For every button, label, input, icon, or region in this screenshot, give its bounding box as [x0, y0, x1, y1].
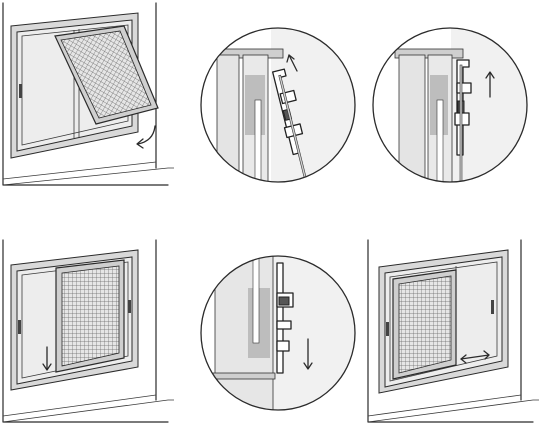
curved-arrow-icon: [136, 125, 156, 149]
step-1-panel: [0, 0, 175, 190]
detail-circle: [200, 255, 356, 411]
up-arrow-icon: [485, 71, 495, 98]
window-handle-icon: [19, 84, 22, 98]
detail-circle: [200, 27, 356, 183]
mesh-profile-detail: [276, 262, 294, 374]
mesh-profile-detail: [272, 68, 330, 182]
double-arrow-icon: [460, 350, 490, 364]
detail-circle: [372, 27, 528, 183]
step-3-panel: [365, 15, 540, 195]
step-6-panel: [365, 237, 540, 425]
window-handle-icon: [18, 320, 21, 334]
mesh-screen-tilted: [54, 25, 159, 125]
down-arrow-icon: [42, 346, 52, 371]
step-4-panel: [0, 237, 175, 425]
step-2-panel: [193, 15, 368, 195]
window-handle-icon: [128, 300, 131, 313]
down-arrow-icon: [303, 338, 313, 370]
mesh-screen: [392, 269, 457, 380]
up-arrow-icon: [286, 54, 298, 72]
mesh-screen: [55, 259, 125, 373]
mesh-profile-detail: [454, 59, 472, 182]
window-handle-icon: [386, 322, 389, 336]
window-handle-icon: [491, 300, 494, 314]
step-5-panel: [193, 243, 368, 423]
